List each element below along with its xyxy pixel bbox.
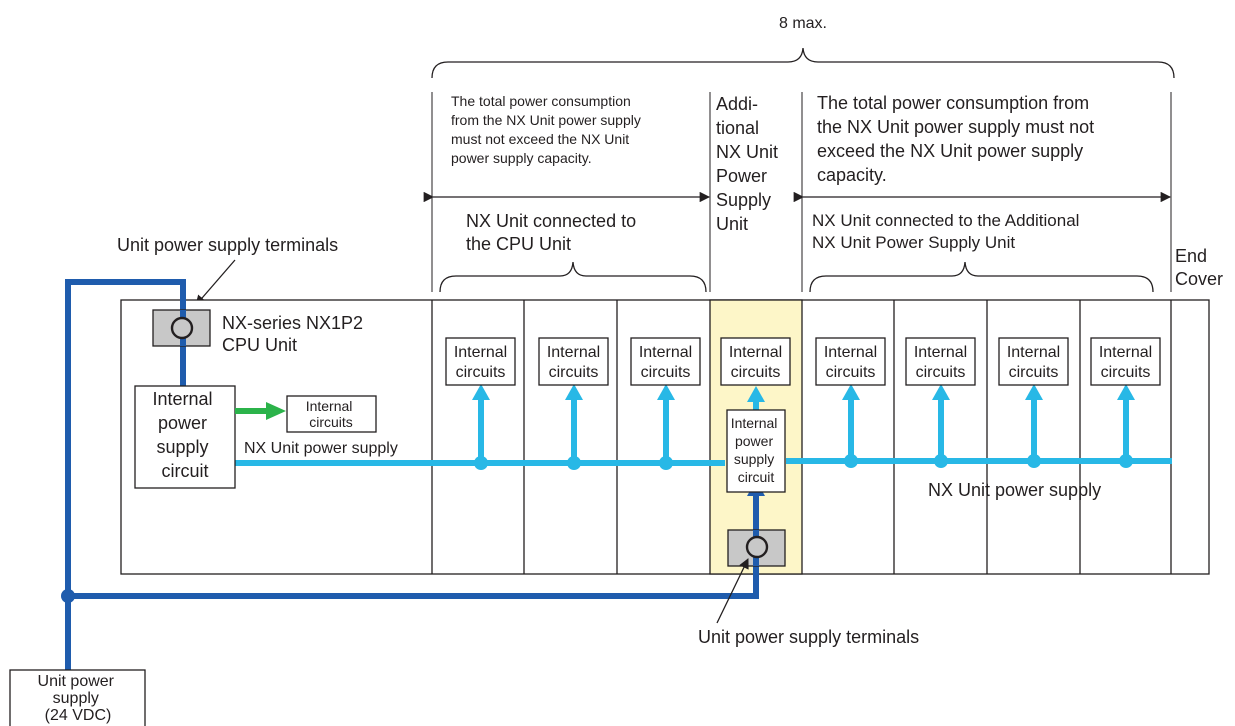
max-units-brace (431, 47, 1175, 79)
unit-circuits-box (998, 337, 1069, 386)
terminals-label-bottom: Unit power supply terminals (698, 627, 919, 647)
cpu-internal-psu-box (134, 385, 236, 489)
terminals-pointer-top (195, 259, 236, 306)
unit-circuits-box (815, 337, 886, 386)
cpu-internal-circuits-box (286, 395, 377, 433)
cpu-group-brace (439, 261, 707, 293)
psu-terminal-icon (745, 535, 769, 559)
cpu-unit-label: NX-series NX1P2 CPU Unit (222, 313, 368, 355)
nx-power-arrowheads (472, 384, 1135, 402)
psu-connected-label: NX Unit connected to the Additional NX U… (812, 211, 1084, 252)
wiring-junction (61, 589, 75, 603)
external-supply-box (9, 669, 146, 726)
unit-circuits-box (630, 337, 701, 386)
terminals-pointer-bottom (716, 558, 749, 624)
terminals-label-top: Unit power supply terminals (117, 235, 338, 255)
cpu-internal-circuits-label: Internal circuits (306, 398, 357, 430)
cpu-terminal-icon (170, 316, 194, 340)
psu-consumption-note: The total power consumption from the NX … (817, 93, 1099, 185)
cpu-connected-label: NX Unit connected to the CPU Unit (466, 211, 641, 254)
nx-power-label-left: NX Unit power supply (244, 440, 398, 457)
cpu-consumption-note: The total power consumption from the NX … (451, 93, 645, 166)
max-units-label: 8 max. (779, 15, 827, 32)
unit-circuits-box (905, 337, 976, 386)
unit-dividers (431, 300, 1172, 574)
end-cover-label: End Cover (1175, 246, 1223, 289)
internal-supply-arrowhead (266, 402, 286, 420)
addl-internal-psu-box (726, 409, 786, 493)
psu-group-brace (809, 261, 1154, 293)
unit-circuits-box (445, 337, 516, 386)
external-supply-label: Unit power supply (24 VDC) (38, 673, 119, 724)
nx-power-junctions (474, 454, 1133, 470)
unit-circuits-box (538, 337, 609, 386)
unit-circuits-box (1090, 337, 1161, 386)
addl-internal-psu-label: Internal power supply circuit (731, 415, 782, 485)
cpu-internal-psu-label: Internal power supply circuit (152, 389, 217, 481)
nx-power-label-right: NX Unit power supply (928, 480, 1101, 500)
additional-psu-label: Addi- tional NX Unit Power Supply Unit (716, 94, 783, 234)
unit-circuits-box (720, 337, 791, 386)
